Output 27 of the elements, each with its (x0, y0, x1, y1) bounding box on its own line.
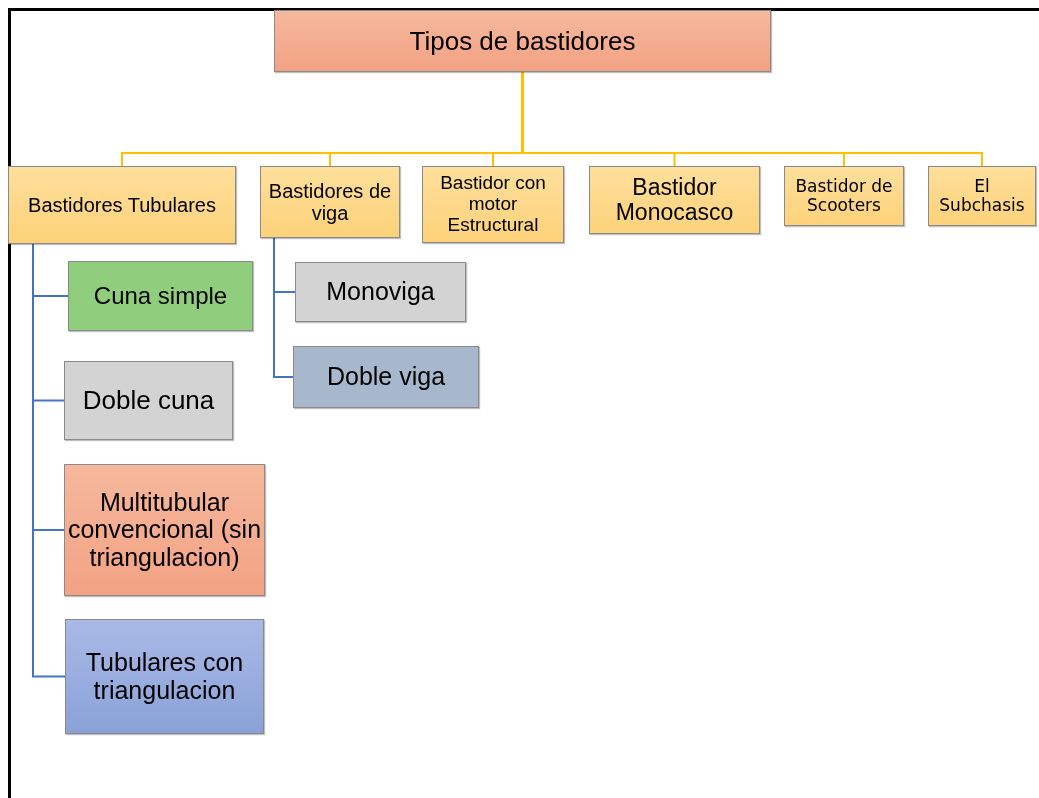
root-box (274, 10, 771, 72)
category-box (295, 262, 466, 322)
category-box (68, 261, 253, 331)
node-label: Bastidor de Scooters (794, 177, 894, 215)
category-box (65, 619, 264, 734)
category-box (293, 346, 479, 408)
category-box (64, 464, 265, 596)
node-label: Cuna simple (93, 282, 228, 310)
node-label: Multitubular convencional (sin triangulacion) (66, 488, 263, 572)
node-label: Bastidores de viga (267, 180, 393, 224)
node-label: Tubulares con triangulacion (84, 649, 245, 704)
category-box (422, 166, 564, 243)
node-label: Doble viga (326, 363, 446, 391)
node-label: Bastidor Monocasco (614, 174, 735, 226)
category-box (64, 361, 233, 440)
category-box (8, 166, 236, 244)
node-label: El Subchasis (938, 177, 1026, 215)
category-box (928, 166, 1036, 226)
category-box (589, 166, 760, 234)
node-label: Doble cuna (82, 386, 215, 415)
connector-line (273, 237, 294, 378)
node-label: Tipos de bastidores (409, 26, 636, 56)
category-box (784, 166, 904, 226)
node-label: Bastidores Tubulares (28, 194, 216, 216)
node-label: Monoviga (326, 278, 435, 306)
category-box (260, 166, 400, 238)
node-label: Bastidor con motor Estructural (439, 173, 547, 236)
